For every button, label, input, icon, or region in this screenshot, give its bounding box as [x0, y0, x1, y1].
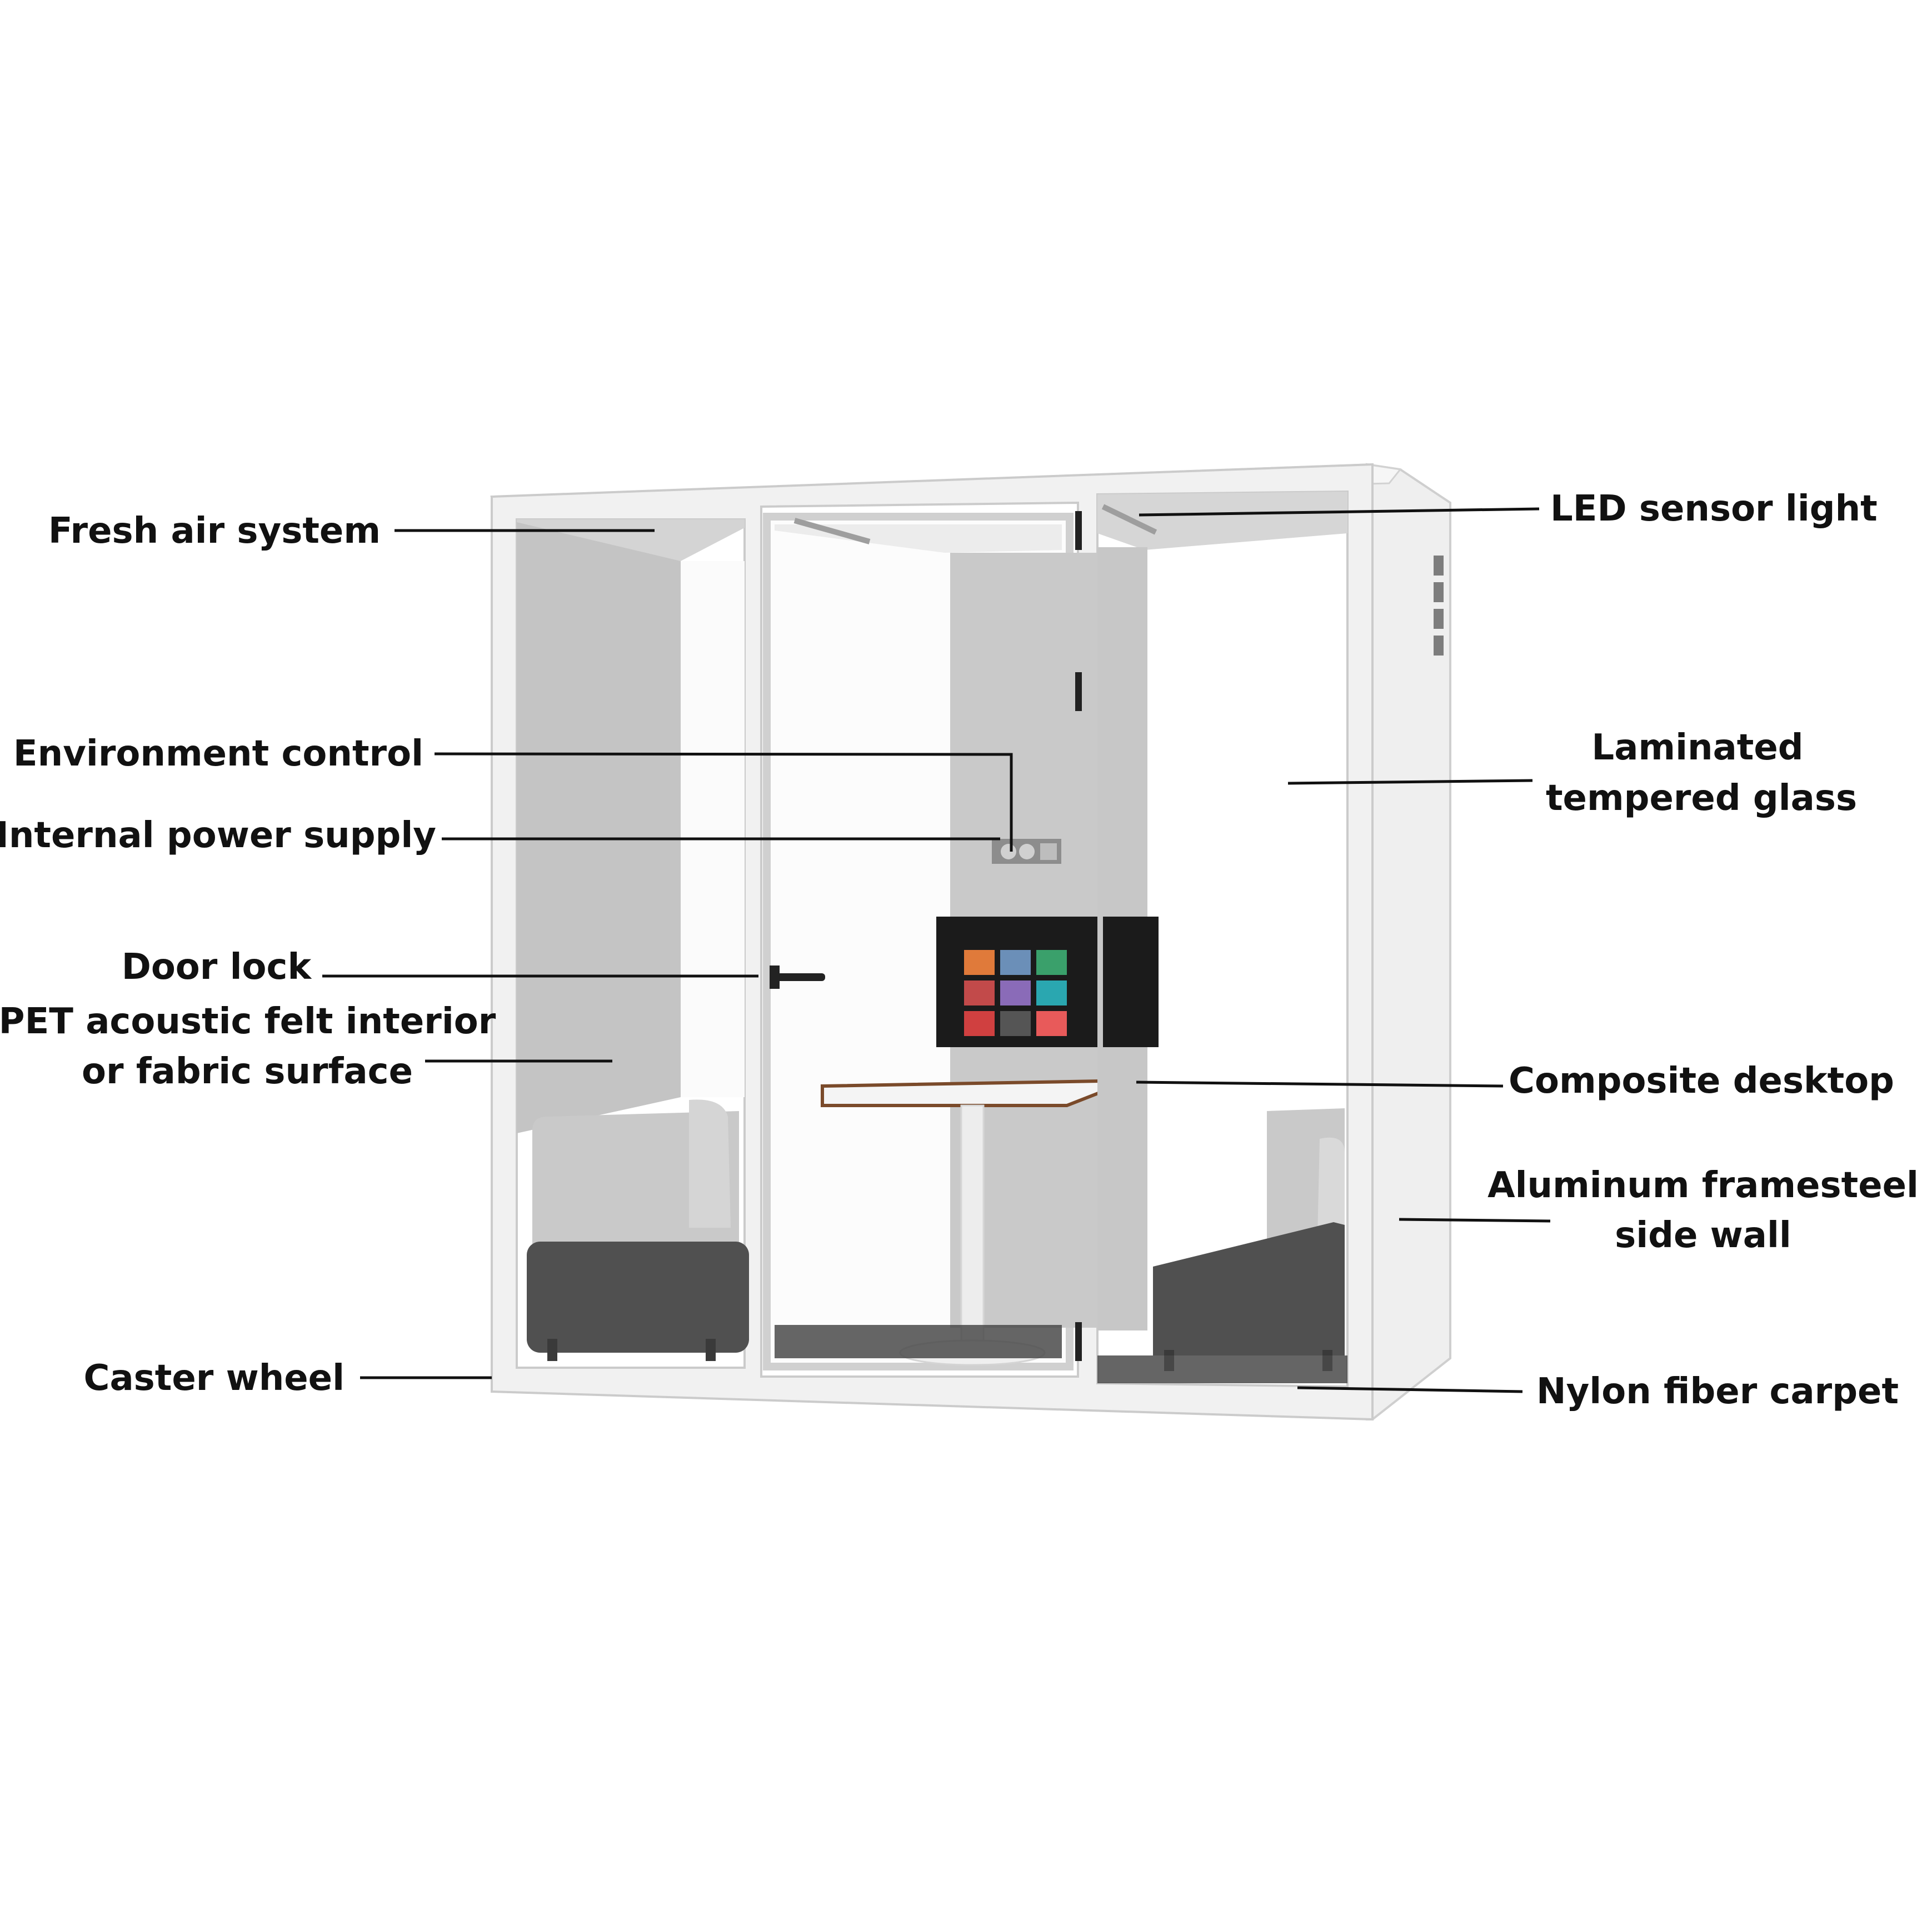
leader-aluminum: [1399, 1218, 1551, 1223]
tv-tile: [1036, 1011, 1067, 1036]
label-pet-line1: PET acoustic felt interior: [0, 1001, 496, 1042]
door-hinges: [1075, 511, 1082, 1361]
label-carpet: Nylon fiber carpet: [1536, 1371, 1899, 1412]
label-pet-line2: or fabric surface: [82, 1051, 413, 1092]
tv-tile: [1036, 950, 1067, 975]
leader-glass: [1287, 779, 1533, 785]
sofa-right: [1153, 1108, 1345, 1371]
label-environment: Environment control: [13, 733, 423, 774]
side-wall: [1366, 463, 1451, 1420]
tv-tile: [1000, 1011, 1031, 1036]
tv-tile: [1000, 950, 1031, 975]
leader-lines: [322, 507, 1551, 1393]
tv-tile: [1036, 980, 1067, 1005]
label-glass-line1: Laminated: [1591, 727, 1803, 768]
tv-tile: [964, 950, 995, 975]
label-led: LED sensor light: [1550, 488, 1878, 529]
back-glass-left: [681, 561, 745, 1097]
felt-left-wall: [517, 522, 681, 1133]
tv-tile: [1000, 980, 1031, 1005]
led-strip: [793, 518, 871, 544]
leader-led: [1139, 507, 1540, 517]
door-lock-handle: [770, 966, 825, 989]
door: [763, 511, 1159, 1370]
tv-tile: [964, 1011, 995, 1036]
leader-carpet: [1297, 1386, 1523, 1393]
label-aluminum-line1: Aluminum framesteel: [1487, 1165, 1919, 1206]
aluminum-frame: [491, 463, 1374, 1421]
label-door-lock: Door lock: [122, 947, 312, 988]
carpet-middle: [775, 1325, 1062, 1358]
right-bay: [1097, 492, 1347, 1383]
leader-environment: [434, 752, 1013, 852]
carpet-right: [1097, 1355, 1347, 1383]
sofa-left: [527, 1099, 749, 1361]
callout-labels: Fresh air system Environment control Int…: [0, 488, 1919, 1412]
leader-desktop: [1136, 1080, 1504, 1088]
vent-icon: [1434, 556, 1444, 656]
label-desktop: Composite desktop: [1509, 1060, 1894, 1102]
environment-control-panel: [992, 839, 1061, 864]
label-glass-line2: tempered glass: [1546, 778, 1857, 819]
tv-tile: [964, 980, 995, 1005]
label-fresh-air: Fresh air system: [48, 511, 381, 552]
left-bay: [517, 519, 749, 1361]
office-pod: [490, 463, 1451, 1421]
label-power: Internal power supply: [0, 815, 436, 856]
label-caster: Caster wheel: [83, 1358, 345, 1399]
label-aluminum-line2: side wall: [1615, 1215, 1791, 1256]
